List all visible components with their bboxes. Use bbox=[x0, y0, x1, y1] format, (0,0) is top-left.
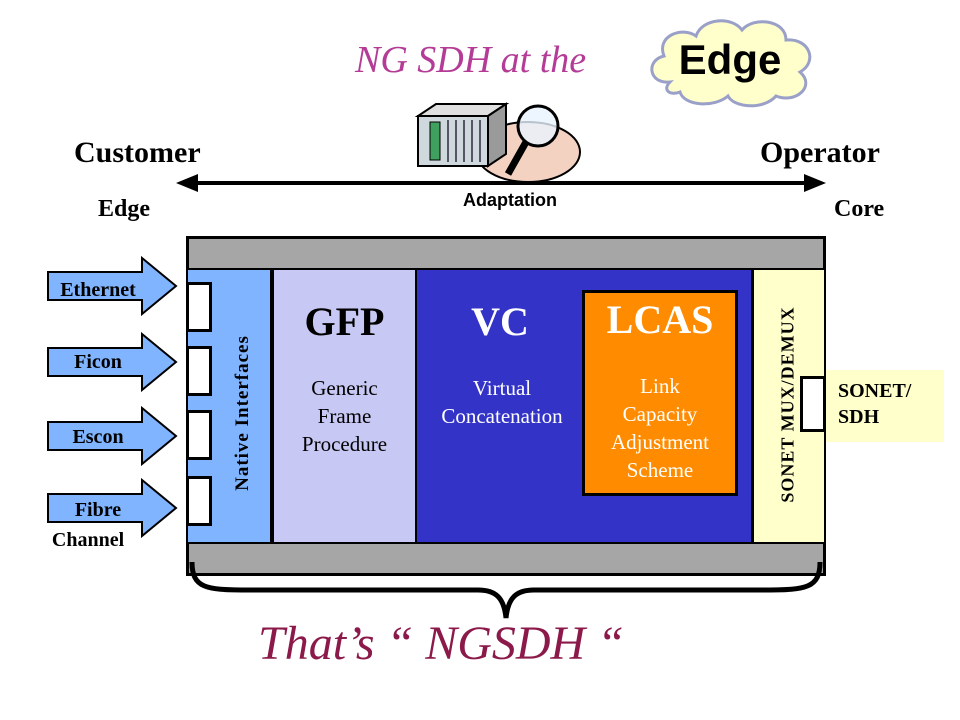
gfp-title: GFP bbox=[304, 299, 385, 344]
native-interfaces-label: Native Interfaces bbox=[232, 335, 253, 491]
output-slot bbox=[800, 376, 826, 432]
sonet-sdh-label: SONET/ SDH bbox=[838, 378, 911, 430]
ficon-arrow bbox=[47, 332, 178, 392]
adaptation-label: Adaptation bbox=[435, 190, 585, 211]
ethernet-label: Ethernet bbox=[60, 279, 136, 301]
fibre-channel-arrow bbox=[47, 478, 178, 538]
vc-line: Concatenation bbox=[441, 404, 563, 428]
ethernet-arrow bbox=[47, 256, 178, 316]
gfp-description: Generic Frame Procedure bbox=[272, 374, 417, 458]
ngsdh-caption: That’s “ NGSDH “ bbox=[258, 617, 624, 670]
vc-description: Virtual Concatenation bbox=[420, 374, 584, 430]
customer-operator-arrow bbox=[176, 174, 826, 192]
vc-title: VC bbox=[471, 299, 529, 344]
interface-slot bbox=[186, 410, 212, 460]
cloud-shape bbox=[650, 19, 812, 108]
sonet-sdh-line: SDH bbox=[838, 406, 880, 428]
escon-arrow bbox=[47, 406, 178, 466]
server-magnifier-icon bbox=[414, 102, 581, 183]
interface-slot bbox=[186, 346, 212, 396]
lcas-title: LCAS bbox=[606, 297, 714, 342]
customer-label: Customer bbox=[74, 136, 201, 169]
ficon-label: Ficon bbox=[74, 351, 122, 373]
gfp-block bbox=[272, 268, 417, 544]
sonet-sdh-line: SONET/ bbox=[838, 380, 912, 402]
edge-label: Edge bbox=[98, 196, 151, 222]
sonet-sdh-output bbox=[826, 370, 944, 442]
lcas-line: Link bbox=[640, 374, 680, 398]
vc-line: Virtual bbox=[472, 376, 532, 400]
gfp-line: Frame bbox=[317, 404, 372, 428]
gfp-line: Procedure bbox=[301, 432, 388, 456]
diagram-title: NG SDH at the bbox=[355, 39, 587, 81]
sonet-mux-label: SONET MUX/DEMUX bbox=[777, 306, 798, 503]
ngsdh-brace bbox=[189, 561, 823, 619]
core-label: Core bbox=[834, 196, 885, 222]
lcas-block bbox=[582, 290, 738, 496]
interface-slot bbox=[186, 282, 212, 332]
escon-label: Escon bbox=[72, 426, 124, 448]
fibre-label: Fibre bbox=[74, 499, 122, 521]
lcas-line: Scheme bbox=[626, 458, 694, 482]
lcas-line: Adjustment bbox=[611, 430, 709, 454]
lcas-description: Link Capacity Adjustment Scheme bbox=[582, 372, 738, 484]
operator-label: Operator bbox=[760, 136, 880, 169]
cloud-label: Edge bbox=[678, 36, 782, 83]
channel-label: Channel bbox=[38, 529, 138, 552]
gfp-line: Generic bbox=[311, 376, 378, 400]
interface-slot bbox=[186, 476, 212, 526]
lcas-line: Capacity bbox=[622, 402, 698, 426]
